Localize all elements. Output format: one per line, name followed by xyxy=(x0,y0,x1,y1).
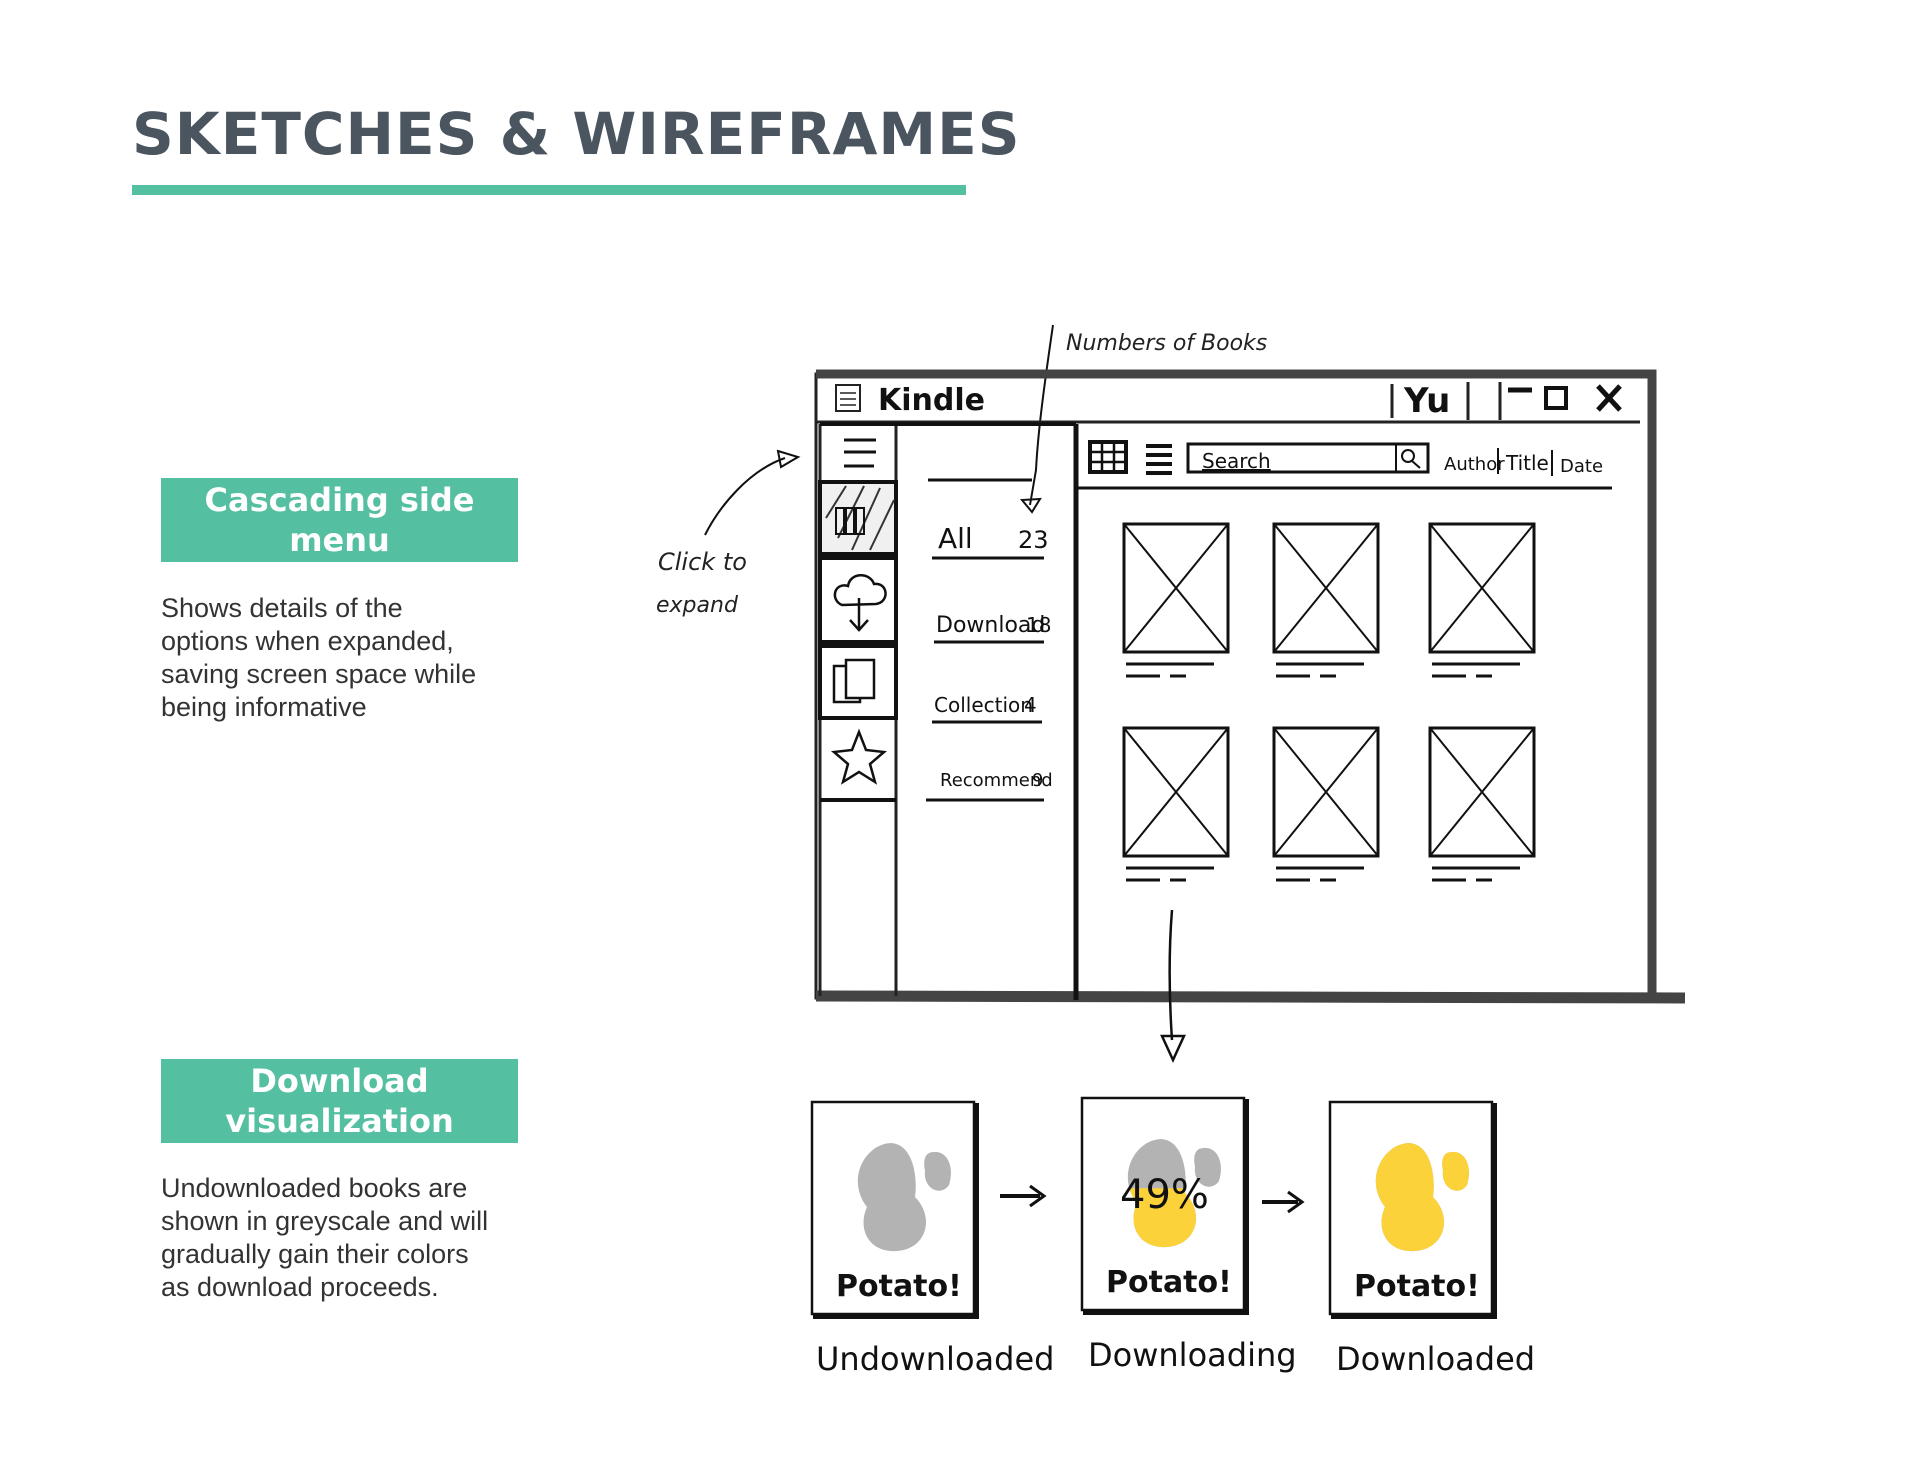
arrow-head-icon xyxy=(1019,497,1042,514)
menu-item-label: Recommend xyxy=(940,770,1053,791)
menu-item-count: 18 xyxy=(1026,613,1051,637)
menu-item-label: Collection xyxy=(934,693,1033,717)
cloud-download-icon[interactable] xyxy=(818,556,898,644)
text-line: as download proceeds. xyxy=(161,1272,439,1302)
sort-author[interactable]: Author xyxy=(1444,454,1505,475)
window-shadow xyxy=(815,990,1686,1004)
menu-item-collection[interactable]: Collection 4 xyxy=(932,693,1042,724)
arrow-head-icon xyxy=(1160,1034,1186,1064)
menu-item-count: 4 xyxy=(1024,693,1037,717)
text-line: Shows details of the xyxy=(161,593,403,623)
text-line: options when expanded, xyxy=(161,626,454,656)
annotation-click: Click to xyxy=(658,548,747,576)
download-card[interactable]: 49% Potato! xyxy=(1080,1096,1249,1315)
title-underline xyxy=(132,185,966,195)
menu-item-count: 9 xyxy=(1032,770,1043,791)
star-icon[interactable] xyxy=(820,728,896,802)
menu-item-label: All xyxy=(938,522,973,555)
section-heading-download: Download visualization xyxy=(161,1059,518,1143)
text-line: saving screen space while xyxy=(161,659,477,689)
right-arrow-icon xyxy=(1262,1190,1305,1214)
book-placeholder[interactable] xyxy=(1122,726,1230,882)
search-placeholder: Search xyxy=(1202,449,1271,473)
potato-illustration xyxy=(1375,1143,1469,1252)
download-card[interactable]: Potato! xyxy=(810,1100,979,1319)
sort-date[interactable]: Date xyxy=(1560,456,1603,477)
download-card[interactable]: Potato! xyxy=(1328,1100,1497,1319)
book-placeholder[interactable] xyxy=(1428,522,1536,678)
book-title: Potato! xyxy=(1106,1265,1232,1300)
flow-arrow-line xyxy=(1168,909,1174,1041)
window-shadow xyxy=(816,369,1657,1000)
hamburger-menu-icon[interactable] xyxy=(844,438,876,468)
book-placeholder[interactable] xyxy=(1272,522,1380,678)
menu-item-count: 23 xyxy=(1018,526,1049,554)
menu-item-label: Download xyxy=(936,613,1045,638)
grid-view-icon[interactable] xyxy=(1088,440,1128,474)
progress-label: 49% xyxy=(1120,1172,1209,1218)
user-avatar[interactable]: Yu xyxy=(1403,381,1450,421)
text-line: Undownloaded books are xyxy=(161,1173,468,1203)
book-title: Potato! xyxy=(836,1269,962,1304)
library-icon[interactable] xyxy=(818,480,898,556)
book-title: Potato! xyxy=(1354,1269,1480,1304)
section-text-download: Undownloaded books are shown in greyscal… xyxy=(161,1172,551,1304)
progress-fill xyxy=(1129,1188,1196,1248)
menu-item-recommend[interactable]: Recommend 9 xyxy=(926,770,1053,802)
potato-illustration xyxy=(1127,1139,1221,1248)
book-placeholder[interactable] xyxy=(1428,726,1536,882)
arrow-head-icon xyxy=(776,449,801,469)
download-states: Potato! Undownloaded 49% Potato! Downloading… xyxy=(810,1096,1535,1378)
app-title: Kindle xyxy=(878,383,985,418)
annotation-arrow-line xyxy=(1029,324,1054,506)
section-text-cascading: Shows details of the options when expand… xyxy=(161,592,551,724)
section-heading-cascading: Cascading side menu xyxy=(161,478,518,562)
search-icon[interactable] xyxy=(1401,449,1421,469)
annotation-numbers-of-books: Numbers of Books xyxy=(1066,331,1267,356)
close-icon[interactable] xyxy=(1596,384,1622,412)
menu-item-download[interactable]: Download 18 xyxy=(934,613,1051,644)
list-view-icon[interactable] xyxy=(1146,444,1172,475)
annotation-expand: expand xyxy=(656,593,739,618)
sort-title[interactable]: Title xyxy=(1505,451,1549,475)
kindle-logo-icon xyxy=(835,384,861,412)
state-caption: Downloaded xyxy=(1336,1340,1535,1378)
text-line: gradually gain their colors xyxy=(161,1239,469,1269)
book-placeholder[interactable] xyxy=(1272,726,1380,882)
annotation-arrow-line xyxy=(704,457,786,536)
page-title: SKETCHES & WIREFRAMES xyxy=(132,100,1021,168)
text-line: being informative xyxy=(161,692,367,722)
book-grid xyxy=(1122,522,1536,882)
state-caption: Downloading xyxy=(1088,1336,1297,1374)
text-line: shown in greyscale and will xyxy=(161,1206,489,1236)
book-placeholder[interactable] xyxy=(1122,522,1230,678)
right-arrow-icon xyxy=(1000,1184,1047,1208)
collection-icon[interactable] xyxy=(818,644,898,720)
progress-fill xyxy=(1375,1143,1469,1252)
menu-item-all[interactable]: All 23 xyxy=(932,522,1049,560)
potato-illustration xyxy=(857,1143,951,1252)
search-input[interactable]: Search xyxy=(1186,442,1430,474)
state-caption: Undownloaded xyxy=(816,1340,1054,1378)
maximize-icon[interactable] xyxy=(1544,386,1568,410)
